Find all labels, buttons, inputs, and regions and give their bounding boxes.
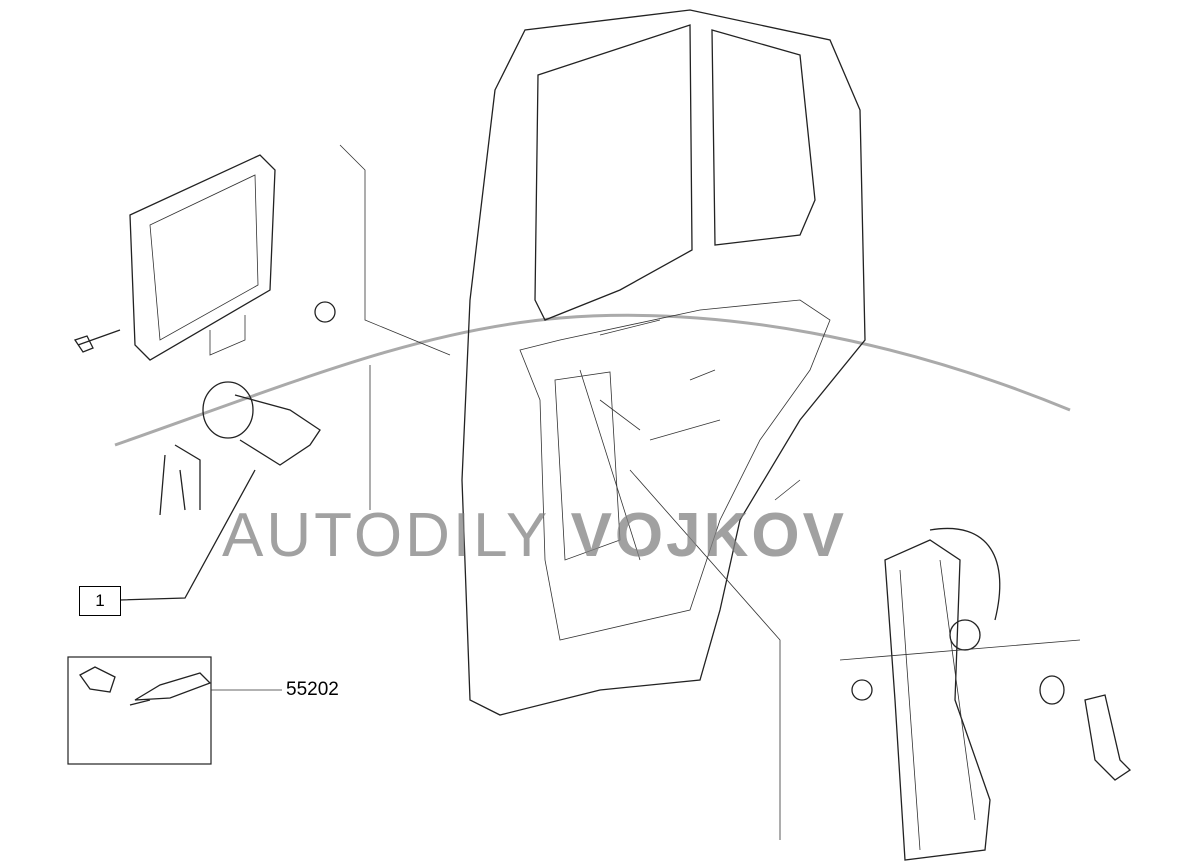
door-panel [461,9,866,716]
kit-box [67,656,212,765]
door-handle-bracket [73,154,336,361]
callout-part-1[interactable]: 1 [79,586,121,616]
lock-cylinder [159,381,321,516]
callout-1-leader [119,469,256,601]
watermark-swoosh [114,313,1071,447]
watermark-text-2: VOJKOV [570,501,847,570]
watermark: AUTODILY VOJKOV [222,500,847,571]
window-regulator [839,527,1132,861]
watermark-text-1: AUTODILY [222,501,551,570]
kit-number-label[interactable]: 55202 [286,679,339,700]
